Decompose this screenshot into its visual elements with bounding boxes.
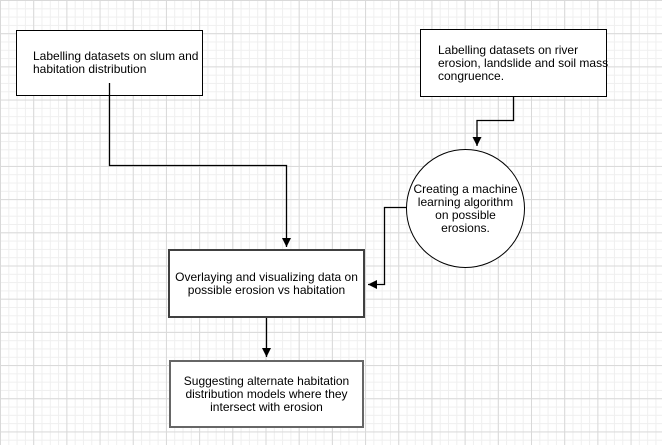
node-label-line: habitation distribution	[33, 62, 147, 76]
node-label-line: learning algorithm	[417, 194, 514, 209]
node-river-erosion-datasets[interactable]: Labelling datasets on river erosion, lan…	[420, 29, 609, 97]
node-label-line: Suggesting alternate habitation	[183, 373, 350, 388]
node-label-line: Labelling datasets on river	[438, 42, 579, 57]
node-label-line: Creating a machine	[413, 181, 518, 196]
connector-ml-to-overlay[interactable]	[368, 206, 407, 289]
connector-erosion-to-ml[interactable]	[472, 97, 515, 146]
node-label-line: Overlaying and visualizing data on	[175, 269, 358, 284]
node-label-line: on possible	[435, 207, 496, 222]
node-label-line: Labelling datasets on slum and	[33, 49, 199, 63]
node-alternate-habitation[interactable]: Suggesting alternate habitation distribu…	[169, 360, 364, 428]
node-slum-habitation-datasets[interactable]: Labelling datasets on slum and habitatio…	[16, 30, 203, 96]
node-label-line: intersect with erosion	[210, 399, 323, 414]
node-label-line: congruence.	[438, 68, 505, 83]
node-label-line: possible erosion vs habitation	[187, 282, 346, 297]
node-ml-algorithm-circle[interactable]: Creating a machine learning algorithm on…	[406, 149, 525, 268]
node-overlay-visualization[interactable]: Overlaying and visualizing data on possi…	[168, 249, 365, 318]
node-label-line: erosions.	[441, 220, 490, 235]
node-label-line: erosion, landslide and soil mass	[438, 55, 609, 70]
node-label-line: distribution models where they	[185, 386, 348, 401]
connector-slum-to-overlay[interactable]	[108, 83, 291, 247]
